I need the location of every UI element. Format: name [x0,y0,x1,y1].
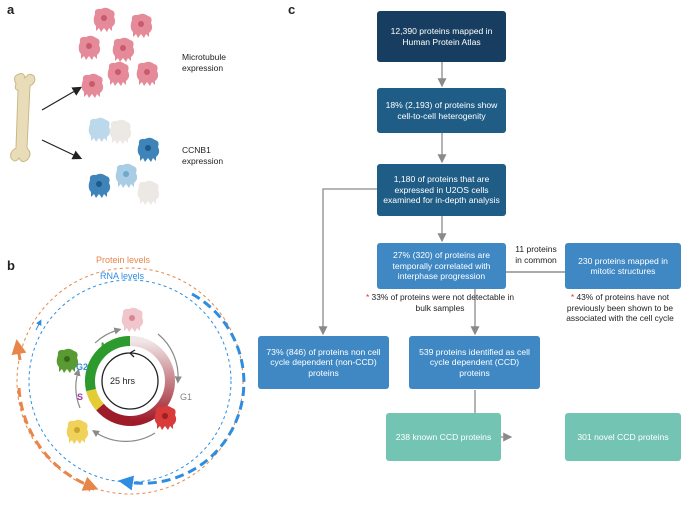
non-ccd-box: 73% (846) of proteins non cell cycle dep… [258,336,389,389]
phase-g2-label: G2 [76,362,89,372]
known-ccd-box: 238 known CCD proteins [386,413,501,461]
hpa-proteins-box: 12,390 proteins mapped in Human Protein … [377,11,506,62]
rna-levels-label: RNA levels [100,271,145,281]
phase-m-label: M [101,341,109,351]
phase-g1-label: G1 [180,392,193,402]
interphase-correlated-box: 27% (320) of proteins are temporally cor… [377,243,506,289]
phase-s-label: S [77,392,84,402]
arrow-to-microtubule [41,86,83,111]
cell-cycle-ring [84,336,175,426]
common-proteins-label: 11 proteins in common [515,244,557,265]
rna-thick-arc [118,292,246,491]
ccnb1-expression-label: CCNB1 expression [182,145,224,166]
arrow-to-ccnb1 [41,139,83,160]
panel-label-b: b [7,258,15,273]
microtubule-expression-label: Microtubule expression [182,52,226,73]
novel-ccd-box: 301 novel CCD proteins [565,413,681,461]
note-not-associated: * 43% of proteins have not previously be… [566,292,674,323]
protein-thick-arc [17,387,99,491]
cycle-duration-label: 25 hrs [110,376,136,386]
u2os-analysis-box: 1,180 of proteins that are expressed in … [377,164,506,216]
bone-icon [10,73,36,163]
ccd-box: 539 proteins identified as cell cycle de… [409,336,540,389]
protein-levels-label: Protein levels [96,255,151,265]
panel-b-graphic [11,267,246,495]
panel-a-graphic [10,7,160,205]
mitotic-structures-box: 230 proteins mapped in mitotic structure… [565,243,681,289]
note-not-detectable: * 33% of proteins were not detectable in… [365,292,515,313]
panel-label-a: a [7,2,15,17]
panel-label-c: c [288,2,296,17]
heterogeneity-box: 18% (2,193) of proteins show cell-to-cel… [377,88,506,133]
